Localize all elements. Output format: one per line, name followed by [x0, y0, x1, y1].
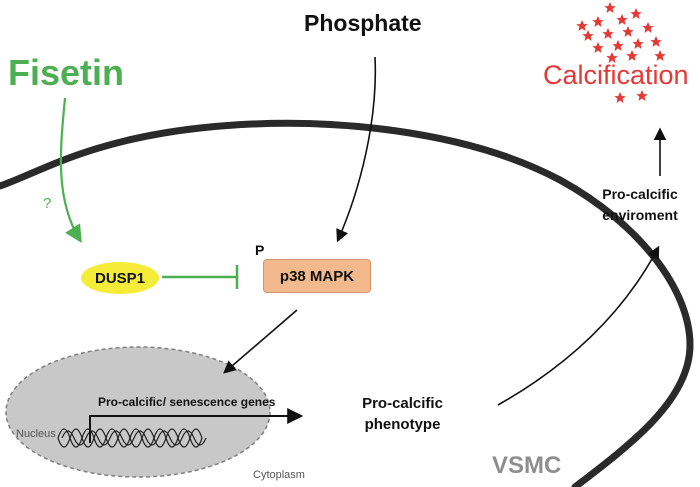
pro-calcific-environment-label: Pro-calcific enviroment	[585, 184, 695, 226]
environment-line-1: Pro-calcific	[602, 186, 678, 202]
question-mark-label: ?	[43, 195, 52, 212]
phenotype-to-environment-arrow	[497, 245, 660, 406]
calcification-label: Calcification	[543, 60, 689, 90]
cell-membrane	[0, 119, 694, 487]
p38-mapk-node: p38 MAPK	[263, 259, 371, 293]
p38-to-nucleus-arrow	[223, 309, 298, 374]
phosphate-to-p38-arrow	[336, 56, 377, 243]
cytoplasm-label: Cytoplasm	[253, 469, 305, 481]
dusp1-node: DUSP1	[81, 262, 159, 294]
genes-label: Pro-calcific/ senescence genes	[98, 395, 276, 409]
calcification-stars-icon	[576, 2, 666, 103]
pro-calcific-phenotype-label: Pro-calcific phenotype	[345, 393, 460, 435]
dna-helix-icon	[57, 428, 207, 448]
vsmc-label: VSMC	[492, 452, 562, 479]
fisetin-label: Fisetin	[8, 52, 125, 93]
environment-line-2: enviroment	[602, 207, 678, 223]
nucleus-label: Nucleus	[16, 428, 56, 440]
fisetin-to-dusp1-arrow	[59, 97, 82, 243]
phosphorylation-label: P	[255, 242, 265, 258]
phosphate-label: Phosphate	[304, 10, 422, 36]
transcription-arrow	[89, 408, 304, 443]
nucleus-ellipse	[5, 346, 271, 478]
phenotype-line-2: phenotype	[364, 416, 441, 433]
phenotype-line-1: Pro-calcific	[362, 395, 443, 412]
